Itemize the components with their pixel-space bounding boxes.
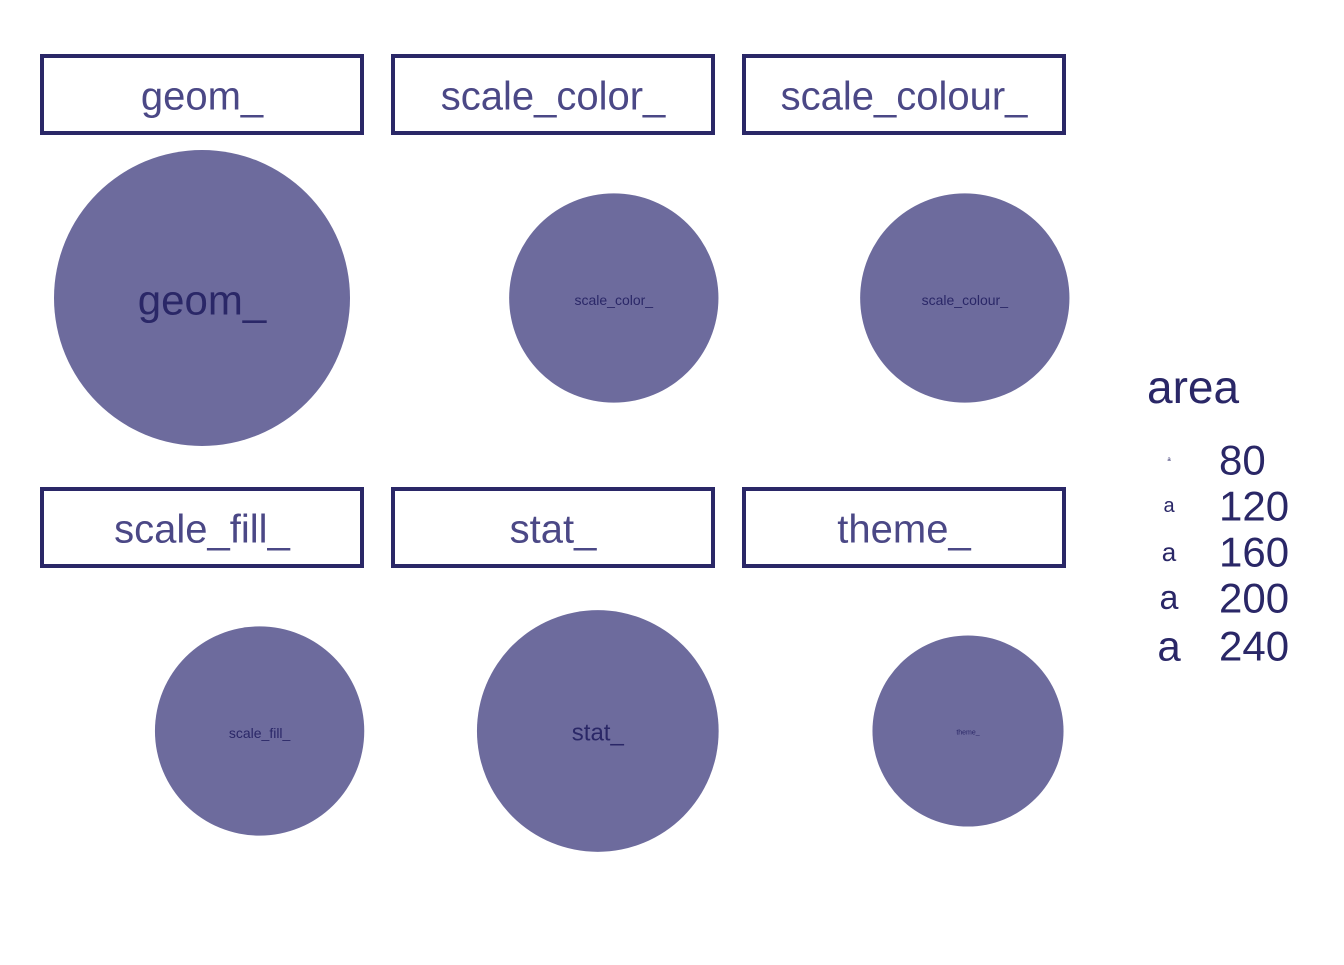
- legend-entry-label: 80: [1219, 437, 1266, 484]
- legend-key-glyph: a: [1157, 623, 1181, 670]
- bubble-point: [154, 626, 365, 836]
- legend-entry-label: 120: [1219, 483, 1289, 530]
- bubble-point: [476, 610, 719, 852]
- legend-entry-label: 160: [1219, 529, 1289, 576]
- legend-title: area: [1147, 361, 1239, 413]
- facet-strip-title: scale_fill_: [114, 508, 290, 552]
- bubble-label: scale_color_: [574, 292, 653, 308]
- facet-strip-scale-colour: [742, 54, 1066, 135]
- facet-strip-title: scale_color_: [441, 75, 666, 119]
- legend-entry-label: 200: [1219, 575, 1289, 622]
- facet-strip-theme: [742, 487, 1066, 568]
- facet-strip-geom: [40, 54, 364, 135]
- legend-key-glyph: a: [1167, 457, 1171, 463]
- facet-strip-title: stat_: [510, 508, 597, 552]
- facet-strip-title: scale_colour_: [781, 75, 1029, 119]
- bubble-label: scale_colour_: [922, 292, 1009, 308]
- facet-strip-scale-color: [391, 54, 715, 135]
- bubble-label: scale_fill_: [229, 725, 291, 741]
- legend-key-glyph: a: [1163, 495, 1175, 517]
- bubble-label: geom_: [138, 277, 267, 324]
- facet-strip-title: theme_: [837, 508, 971, 552]
- legend-key-glyph: a: [1160, 579, 1179, 617]
- legend-entry-label: 240: [1219, 623, 1289, 670]
- bubble-label: theme_: [956, 730, 979, 737]
- legend-key-glyph: a: [1162, 537, 1177, 567]
- bubble-point: [860, 193, 1070, 403]
- facet-strip-scale-fill: [40, 487, 364, 568]
- bubble-point: [54, 150, 350, 446]
- facet-strip-title: geom_: [141, 75, 264, 119]
- bubble-point: [509, 193, 719, 403]
- facet-strip-stat: [391, 487, 715, 568]
- bubble-label: stat_: [572, 720, 625, 747]
- bubble-point: [872, 635, 1064, 827]
